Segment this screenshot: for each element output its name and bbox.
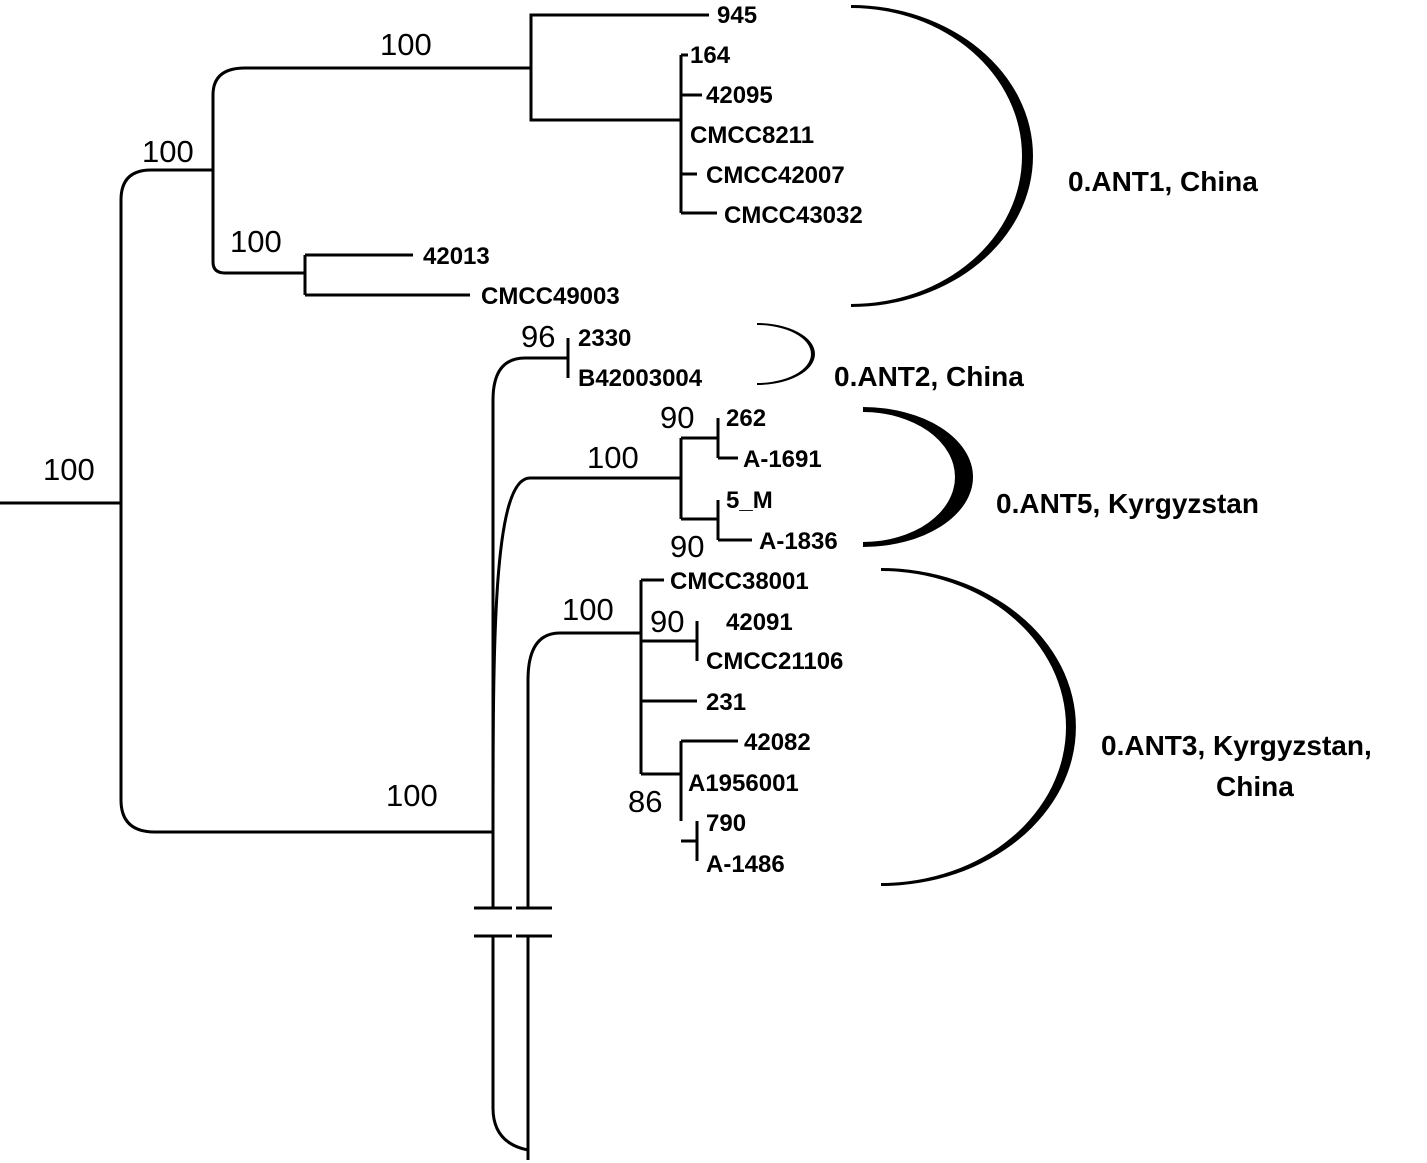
leaf-label: 5_M [726, 487, 773, 514]
ant2-bracket [757, 323, 815, 385]
clade-brackets [757, 5, 1076, 886]
ant3-bracket [881, 568, 1076, 886]
leaf-label: 262 [726, 405, 766, 432]
leaf-label: A-1486 [706, 851, 785, 878]
axis-break-markers [474, 906, 552, 938]
leaf-label: 164 [690, 42, 731, 69]
root-split [119, 168, 213, 503]
leaf-label: CMCC38001 [670, 568, 809, 595]
leaf-label: A1956001 [688, 770, 799, 797]
root-split-lower [119, 503, 493, 834]
leaf-label: 2330 [578, 325, 631, 352]
leaf-label: 231 [706, 689, 746, 716]
leaf-label: 42095 [706, 82, 773, 109]
support-ant2: 96 [521, 319, 555, 354]
leaf-label: CMCC8211 [690, 122, 814, 149]
support-ant3-a1956001: 86 [628, 784, 662, 819]
ant1-upper-node-lower [529, 68, 681, 122]
leaf-labels: 945 164 42095 CMCC8211 CMCC42007 CMCC430… [423, 2, 863, 878]
support-ant5: 100 [587, 440, 639, 475]
ant5-stem [491, 476, 681, 841]
support-ant3: 100 [562, 592, 614, 627]
clade-label-ant1: 0.ANT1, China [1068, 166, 1258, 197]
clade-label-ant3-line2: China [1216, 771, 1294, 802]
support-ant1-group: 100 [142, 134, 194, 169]
leaf-label: 790 [706, 810, 746, 837]
clade-label-ant5: 0.ANT5, Kyrgyzstan [996, 488, 1259, 519]
leaf-label: CMCC49003 [481, 283, 620, 310]
leaf-label: A-1691 [743, 446, 822, 473]
ant3-stem [526, 631, 641, 908]
support-root: 100 [43, 452, 95, 487]
leaf-label: 42082 [744, 729, 811, 756]
ant5-bracket [863, 407, 973, 547]
leaf-label: 42091 [726, 609, 793, 636]
clade-label-ant3-line1: 0.ANT3, Kyrgyzstan, [1101, 730, 1372, 761]
support-values: 100 100 100 100 96 100 90 90 100 90 86 1… [43, 27, 704, 819]
support-ant5-262: 90 [660, 400, 694, 435]
backbone-lower [491, 936, 529, 1152]
support-ant5-5m: 90 [670, 529, 704, 564]
clade-labels: 0.ANT1, China 0.ANT2, China 0.ANT5, Kyrg… [834, 166, 1372, 802]
ant1-lower [211, 170, 305, 275]
support-lower-clade: 100 [386, 778, 438, 813]
leaf-label: A-1836 [759, 528, 838, 555]
leaf-label: 42013 [423, 243, 490, 270]
clade-label-ant2: 0.ANT2, China [834, 361, 1024, 392]
ant1-bracket [851, 5, 1033, 307]
leaf-label: 945 [717, 2, 757, 29]
backbone-upper [491, 356, 568, 908]
support-42013-group: 100 [230, 224, 282, 259]
support-ant1-main: 100 [380, 27, 432, 62]
ant1-split [211, 66, 531, 170]
leaf-label: B42003004 [578, 365, 703, 392]
tree-branches [0, 13, 752, 1160]
leaf-label: CMCC43032 [724, 202, 863, 229]
leaf-label: CMCC42007 [706, 162, 845, 189]
support-ant3-42091: 90 [650, 604, 684, 639]
leaf-label: CMCC21106 [706, 648, 843, 675]
ant1-upper-node [529, 13, 709, 68]
